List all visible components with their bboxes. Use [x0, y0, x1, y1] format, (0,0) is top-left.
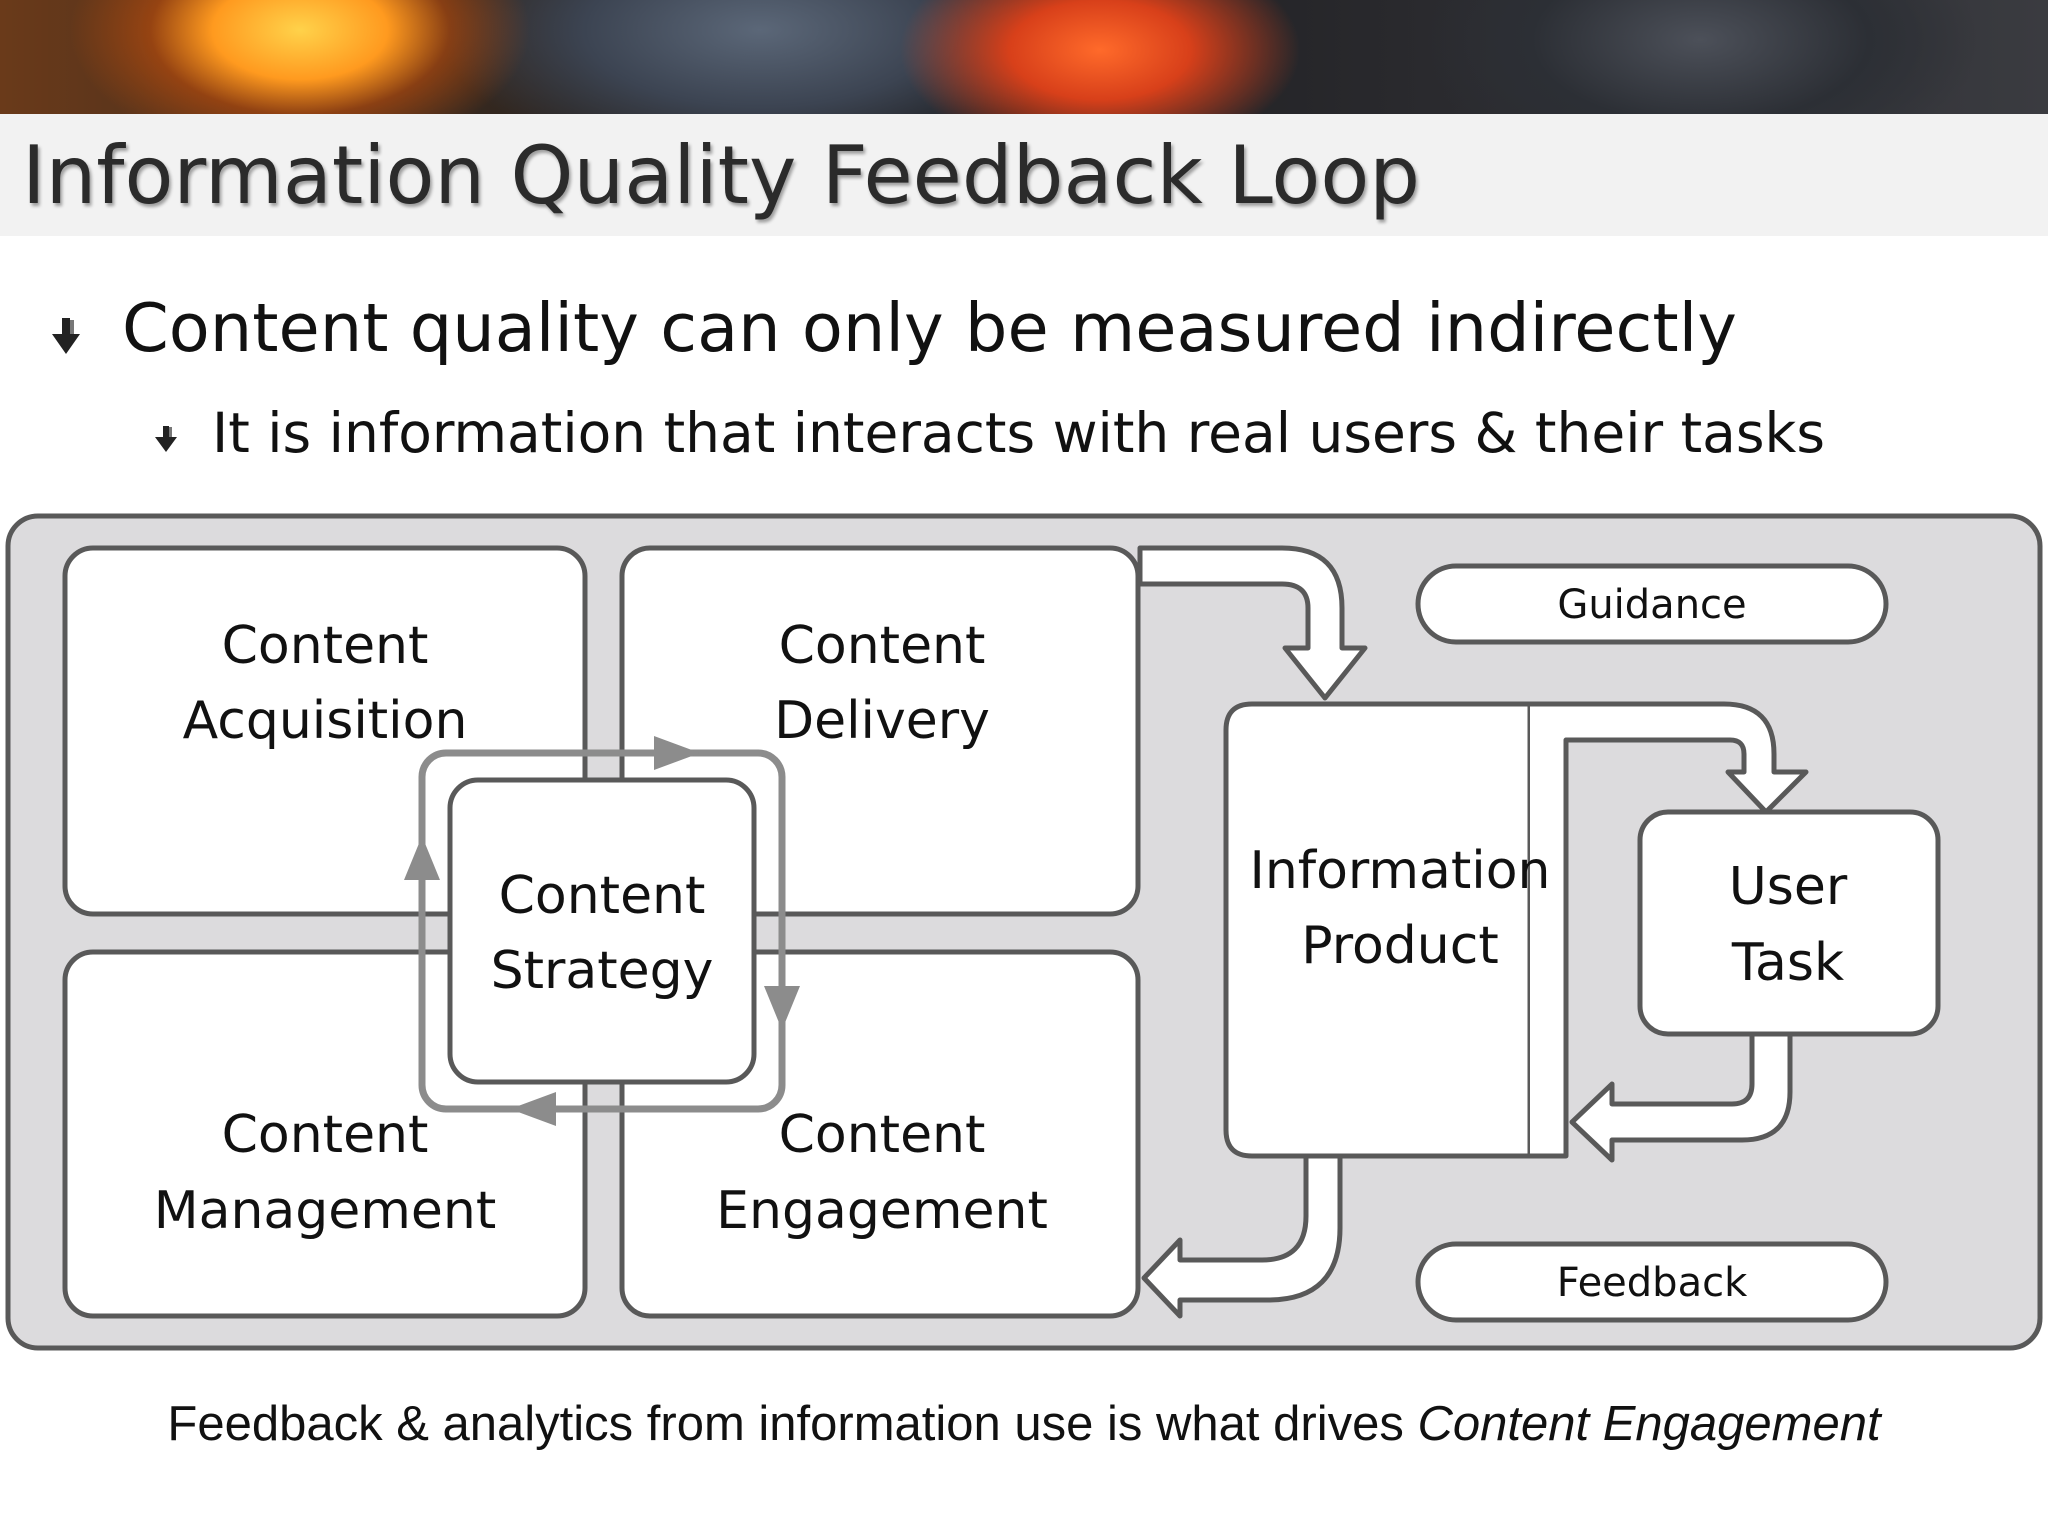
- user-task-box: [1637, 809, 1941, 1037]
- title-bar: [0, 114, 2048, 236]
- loop-arrow-up: [404, 836, 440, 880]
- user-task-label-line2: Task: [1731, 933, 1844, 993]
- delivery-to-product-arrow: [1137, 545, 1368, 701]
- info-product-label-line1: Information: [1249, 841, 1550, 901]
- caption-emphasis-text: Content Engagement: [1417, 1397, 1881, 1451]
- bullet-level-1: Content quality can only be measured ind…: [122, 289, 1737, 367]
- guidance-pill: [1415, 563, 1889, 645]
- product-to-engagement-arrow: [1141, 1153, 1343, 1319]
- loop-arrow-right: [654, 736, 700, 770]
- delivery-label-line1: Content: [779, 616, 986, 676]
- info-product-label-line2: Product: [1301, 916, 1498, 976]
- feedback-pill: [1415, 1241, 1889, 1323]
- bullet-arrow-icon: [155, 426, 177, 452]
- engagement-label-line2: Engagement: [716, 1181, 1048, 1241]
- caption-main-text: Feedback & analytics from information us…: [167, 1397, 1404, 1451]
- slide-title: Information Quality Feedback Loop: [22, 129, 1421, 222]
- feedback-loop-diagram: Content Acquisition Content Delivery Con…: [0, 500, 2048, 1370]
- strategy-loop-path: [418, 749, 786, 1113]
- user-task-label-line1: User: [1729, 857, 1848, 917]
- engagement-label-line1: Content: [779, 1105, 986, 1165]
- header-banner-image: [0, 0, 2048, 114]
- strategy-label-line2: Strategy: [491, 941, 714, 1001]
- bullet-level-2: It is information that interacts with re…: [212, 401, 1825, 465]
- task-to-product-arrow: [1569, 1031, 1793, 1163]
- feedback-label: Feedback: [1557, 1260, 1748, 1306]
- management-label-line1: Content: [222, 1105, 429, 1165]
- slide-caption: Feedback & analytics from information us…: [0, 1394, 2048, 1454]
- management-label-line2: Management: [154, 1181, 497, 1241]
- delivery-label-line2: Delivery: [774, 691, 990, 751]
- acquisition-label-line1: Content: [222, 616, 429, 676]
- information-product-box: [1223, 701, 1533, 1159]
- loop-arrow-left: [510, 1092, 556, 1126]
- acquisition-label-line2: Acquisition: [183, 691, 468, 751]
- strategy-label-line1: Content: [499, 866, 706, 926]
- loop-arrow-down: [764, 986, 800, 1030]
- bullet-arrow-icon: [52, 318, 80, 354]
- content-strategy-box: [447, 777, 757, 1085]
- guidance-label: Guidance: [1557, 582, 1746, 628]
